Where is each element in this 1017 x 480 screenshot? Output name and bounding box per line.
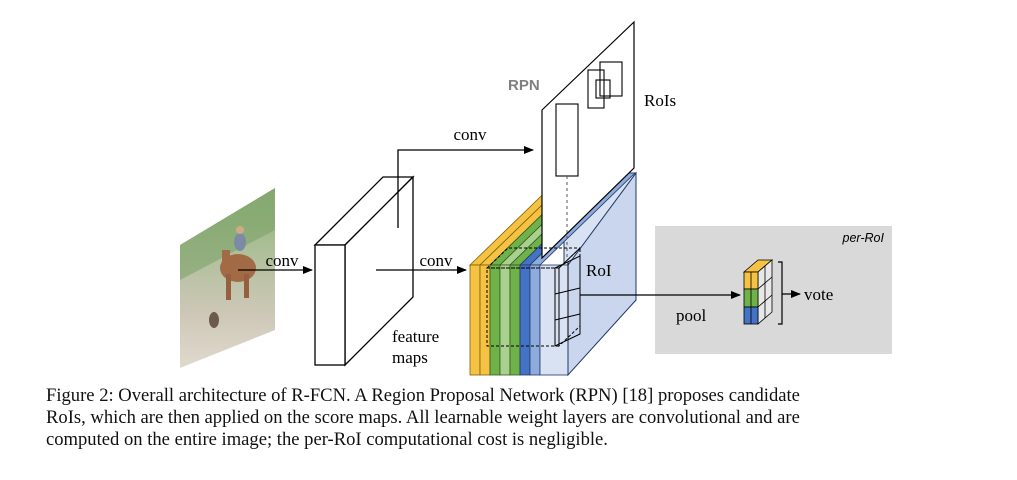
pool-label: pool (676, 306, 707, 325)
roi-box-4 (595, 79, 611, 99)
figure-caption: Figure 2: Overall architecture of R-FCN.… (46, 385, 981, 451)
caption-line-1: Figure 2: Overall architecture of R-FCN.… (46, 385, 800, 406)
vote-bracket (778, 261, 783, 325)
roi-box-2 (587, 69, 605, 109)
rpn-label: RPN (508, 77, 540, 94)
r-fcn-architecture-diagram: conv feature maps conv conv (180, 20, 892, 377)
caption-line-3: computed on the entire image; the per-Ro… (46, 429, 608, 450)
rois-label: RoIs (644, 91, 676, 110)
roi-box-3 (599, 61, 623, 97)
caption-line-2: RoIs, which are then applied on the scor… (46, 407, 800, 428)
roi-on-score-maps (485, 246, 582, 348)
pooled-score-cube (742, 259, 774, 325)
vote-label: vote (804, 285, 833, 304)
conv-rpn-label: conv (453, 125, 487, 144)
conv-rpn-arrow (397, 146, 534, 228)
feature-maps-label-line2: maps (392, 348, 428, 367)
feature-maps-block (313, 175, 415, 367)
conv-input-label: conv (265, 251, 299, 270)
conv-score-label: conv (419, 251, 453, 270)
per-roi-panel (655, 226, 892, 354)
roi-label: RoI (586, 261, 612, 280)
input-image (180, 188, 275, 368)
feature-maps-label-line1: feature (392, 327, 439, 346)
per-roi-label: per-RoI (842, 231, 885, 245)
